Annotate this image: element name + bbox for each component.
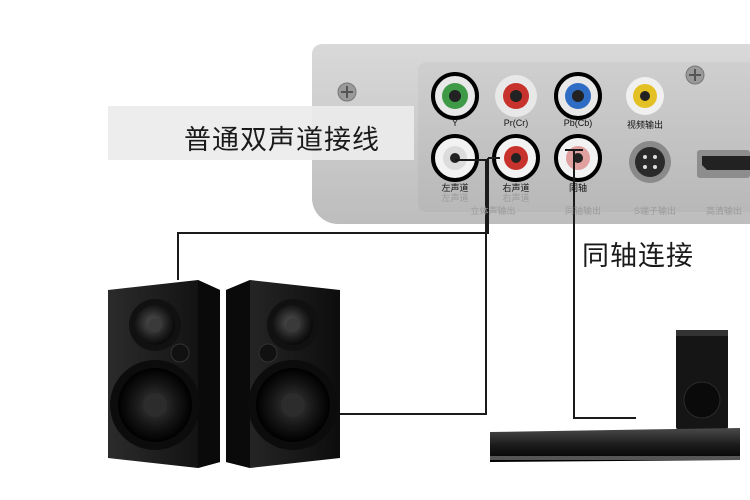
jack-pr	[495, 75, 537, 117]
coaxial-cable	[565, 149, 636, 419]
right-speaker	[226, 280, 340, 468]
jack-pb	[554, 72, 602, 120]
stereo-wiring-callout: 普通双声道接线	[108, 106, 414, 160]
left-speaker	[108, 280, 220, 468]
print-coax-out: 同轴输出	[564, 206, 601, 216]
jack-y	[431, 72, 479, 120]
jack-label-coax: 同轴	[568, 183, 587, 193]
subwoofer	[676, 330, 728, 430]
hdmi-port	[697, 150, 750, 178]
screw-icon	[685, 65, 705, 85]
print-s-video-out: S端子输出	[633, 206, 676, 216]
screw-icon	[337, 82, 357, 102]
print-stereo-out: 立体声输出	[470, 206, 516, 216]
s-video-port	[629, 141, 671, 183]
jack-video-out	[626, 77, 664, 115]
jack-left-audio	[431, 134, 479, 182]
print-right-small: 右声道	[502, 193, 530, 203]
callout-title: 普通双声道接线	[184, 125, 380, 156]
jack-label-pr: Pr(Cr)	[503, 118, 529, 128]
print-hd-out: 高清输出	[705, 206, 742, 216]
print-left-small: 左声道	[441, 193, 469, 203]
jack-label-video-out: 视频输出	[626, 120, 663, 130]
speaker-cables	[177, 157, 500, 415]
jack-label-left: 左声道	[441, 183, 469, 193]
jack-label-y: Y	[451, 118, 458, 128]
jack-label-right: 右声道	[502, 183, 530, 193]
soundbar	[490, 428, 740, 462]
jack-label-pb: Pb(Cb)	[563, 118, 593, 128]
jack-right-audio	[492, 134, 540, 182]
coaxial-connection-label: 同轴连接	[582, 241, 694, 272]
jack-coaxial	[554, 134, 602, 182]
